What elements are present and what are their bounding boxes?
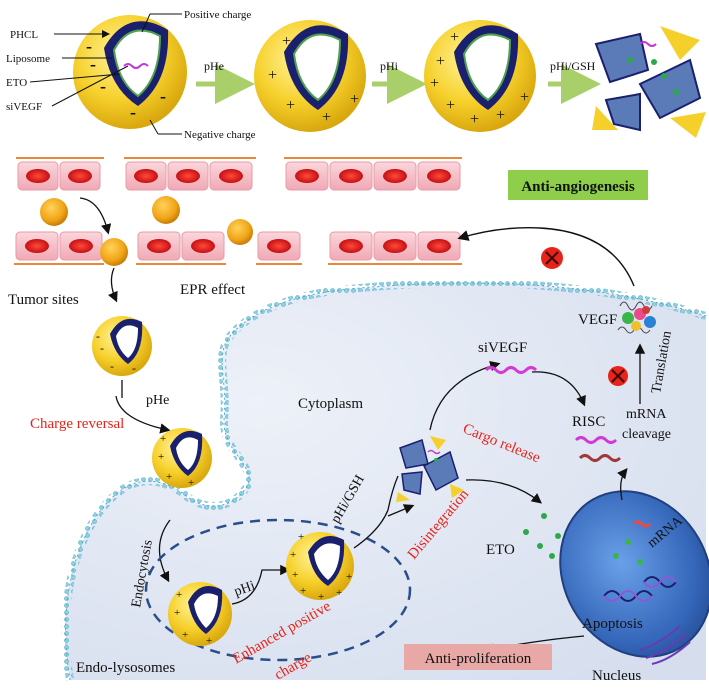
- svg-text:+: +: [206, 635, 212, 647]
- label-charge-reversal: Charge reversal: [30, 416, 124, 432]
- disintegrated-particle: [592, 26, 706, 138]
- step-phe: pHe: [204, 59, 224, 73]
- nanoparticle-negative: - - - - -: [73, 15, 187, 129]
- svg-text:-: -: [90, 54, 96, 74]
- svg-text:+: +: [176, 589, 182, 601]
- svg-text:+: +: [346, 571, 352, 583]
- blood-vessels: [14, 157, 462, 303]
- nanoparticle-tumor-site: - - - -: [92, 316, 152, 376]
- svg-text:+: +: [268, 67, 277, 84]
- block-icon: [541, 247, 563, 269]
- top-row: - - - - - PHCL Liposome ETO siVEGF Posit…: [6, 9, 706, 141]
- svg-text:+: +: [300, 585, 306, 597]
- nucleus: [559, 490, 709, 658]
- svg-text:+: +: [290, 549, 296, 561]
- label-vegf: VEGF: [578, 312, 617, 328]
- nanoparticle-enhanced-positive: + + + + + + +: [424, 20, 536, 132]
- dna-icon: [603, 590, 653, 602]
- label-nucleus: Nucleus: [592, 668, 641, 684]
- label-phe: pHe: [146, 393, 169, 408]
- label-risc: RISC: [572, 414, 605, 430]
- svg-text:+: +: [182, 629, 188, 641]
- label-anti-angiogenesis: Anti-angiogenesis: [521, 179, 635, 195]
- svg-text:-: -: [100, 76, 106, 96]
- nanoparticle-positive: + + + + +: [254, 20, 366, 132]
- svg-text:+: +: [446, 97, 455, 114]
- label-anti-proliferation: Anti-proliferation: [425, 651, 532, 667]
- svg-text:+: +: [318, 591, 324, 603]
- organelle-icon: [639, 625, 691, 665]
- label-sivegf-cyto: siVEGF: [478, 340, 527, 356]
- svg-text:+: +: [160, 433, 166, 445]
- svg-text:-: -: [132, 361, 136, 375]
- svg-text:+: +: [436, 53, 445, 70]
- svg-text:+: +: [430, 75, 439, 92]
- svg-text:+: +: [282, 33, 291, 50]
- label-negative-charge: Negative charge: [184, 129, 256, 141]
- sivegf-rna-icon: [484, 366, 538, 374]
- risc-rna-icon: [574, 436, 618, 444]
- mrna-rna-icon: [578, 454, 622, 462]
- anti-angiogenesis-box: [508, 170, 648, 200]
- svg-text:-: -: [110, 359, 114, 373]
- eto-molecules: [523, 513, 561, 559]
- nanoparticle-endosome: + + + +: [168, 582, 232, 647]
- disintegrated-fragments: [396, 436, 464, 502]
- label-mrna-cleavage-1: mRNA: [626, 407, 667, 422]
- label-mrna-cleavage-2: cleavage: [622, 427, 671, 442]
- block-icon-translation: [608, 366, 628, 386]
- svg-text:+: +: [322, 109, 331, 126]
- endo-lysosome-compartment: [144, 518, 412, 662]
- svg-text:+: +: [350, 91, 359, 108]
- label-eto: ETO: [486, 542, 515, 558]
- svg-text:+: +: [158, 451, 164, 463]
- svg-text:-: -: [96, 329, 100, 343]
- protein-icon: [617, 301, 656, 334]
- svg-text:-: -: [100, 341, 104, 355]
- svg-text:+: +: [292, 569, 298, 581]
- label-phi: pHi: [232, 578, 257, 599]
- svg-text:+: +: [336, 587, 342, 599]
- label-endo-lysosomes: Endo-lysosomes: [76, 660, 175, 676]
- svg-text:-: -: [130, 102, 136, 122]
- label-epr-effect: EPR effect: [180, 282, 246, 298]
- anti-proliferation-box: [404, 644, 552, 670]
- label-positive-charge: Positive charge: [184, 9, 251, 21]
- svg-text:+: +: [470, 111, 479, 128]
- svg-text:+: +: [188, 477, 194, 489]
- step-phi: pHi: [380, 59, 399, 73]
- svg-text:+: +: [450, 29, 459, 46]
- label-phcl: PHCL: [10, 29, 38, 41]
- label-eto: ETO: [6, 77, 27, 89]
- step-phi-gsh: pHi/GSH: [550, 59, 596, 73]
- svg-text:+: +: [520, 89, 529, 106]
- label-cytoplasm: Cytoplasm: [298, 396, 363, 412]
- label-liposome: Liposome: [6, 53, 50, 65]
- svg-text:+: +: [286, 97, 295, 114]
- tumor-cell: [61, 278, 708, 681]
- svg-text:+: +: [166, 471, 172, 483]
- svg-text:-: -: [86, 36, 92, 56]
- svg-text:+: +: [174, 607, 180, 619]
- svg-text:+: +: [496, 107, 505, 124]
- svg-text:+: +: [298, 531, 304, 543]
- label-tumor-sites: Tumor sites: [8, 292, 79, 308]
- svg-text:-: -: [160, 86, 166, 106]
- nanoparticle-enhanced-endosome: + + + + + + +: [286, 531, 354, 603]
- label-sivegf: siVEGF: [6, 101, 42, 113]
- label-apoptosis: Apoptosis: [582, 616, 643, 632]
- nanoparticle-invaginated: + + + +: [152, 428, 212, 489]
